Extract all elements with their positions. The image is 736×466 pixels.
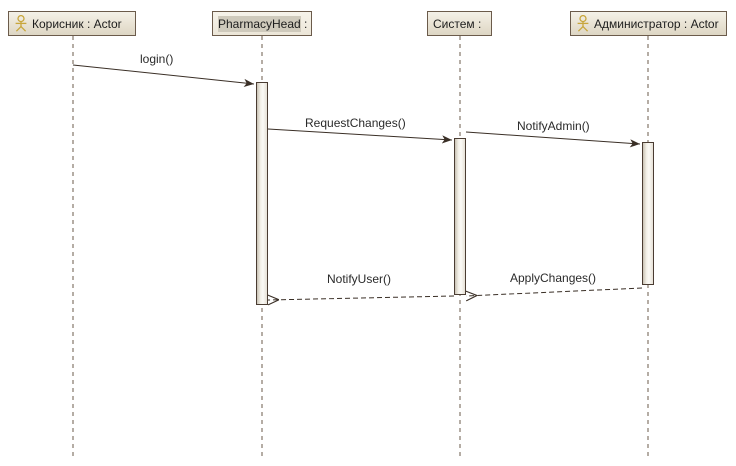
lifeline-axes-group [72, 36, 649, 458]
actor-icon [577, 15, 589, 32]
message-label-msg-requestchanges[interactable]: RequestChanges() [305, 116, 406, 130]
message-arrow-msg-notifyadmin[interactable] [465, 131, 641, 148]
message-label-msg-applychanges[interactable]: ApplyChanges() [510, 271, 597, 285]
message-arrow-msg-requestchanges[interactable] [267, 128, 453, 144]
activation-bar-sistem[interactable] [454, 138, 466, 295]
message-lines-group [72, 64, 643, 300]
message-label-msg-notifyadmin[interactable]: NotifyAdmin() [517, 119, 590, 133]
activation-bar-administrator[interactable] [642, 142, 654, 285]
message-arrow-msg-notifyuser[interactable] [268, 296, 455, 300]
lifeline-header-label-pharmacyhead: PharmacyHead : [218, 15, 308, 32]
lifeline-header-pharmacyhead[interactable]: PharmacyHead : [212, 11, 312, 36]
message-arrow-msg-applychanges[interactable] [466, 287, 643, 296]
activation-bar-pharmacyhead[interactable] [256, 82, 268, 305]
lifeline-header-sistem[interactable]: Систем : [427, 11, 492, 36]
lifeline-header-korisnik[interactable]: Корисник : Actor [8, 11, 136, 36]
lifeline-header-label-administrator: Администратор : Actor [594, 16, 719, 31]
lifeline-header-administrator[interactable]: Администратор : Actor [570, 11, 727, 36]
message-label-msg-notifyuser[interactable]: NotifyUser() [327, 272, 392, 286]
message-label-msg-login[interactable]: login() [140, 52, 174, 66]
actor-icon [15, 15, 27, 32]
message-arrow-msg-login[interactable] [72, 64, 255, 88]
lifeline-header-label-sistem: Систем : [433, 16, 482, 31]
lifeline-header-trailing-text: : [300, 16, 308, 31]
lifeline-header-label-korisnik: Корисник : Actor [32, 16, 122, 31]
lifeline-header-selected-text: PharmacyHead [218, 15, 301, 32]
